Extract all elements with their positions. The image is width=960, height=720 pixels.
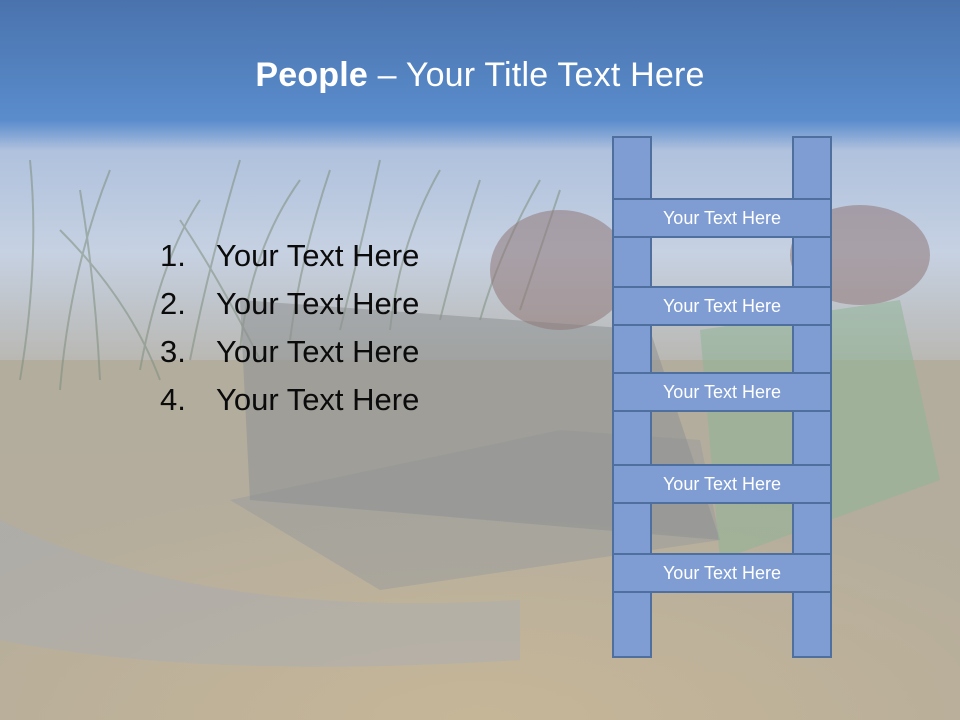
title-rest: – Your Title Text Here <box>368 56 705 94</box>
list-text: Your Text Here <box>216 382 420 417</box>
ladder-rung: Your Text Here <box>612 198 832 238</box>
title-bold: People <box>255 56 369 94</box>
list-text: Your Text Here <box>216 286 420 321</box>
slide-title: People – Your Title Text Here <box>0 52 960 98</box>
list-text: Your Text Here <box>216 238 420 273</box>
list-number: 1. <box>160 238 186 273</box>
list-item: 3. Your Text Here <box>160 328 419 376</box>
list-item: 2. Your Text Here <box>160 280 419 328</box>
list-text: Your Text Here <box>216 334 420 369</box>
ladder-rung: Your Text Here <box>612 286 832 326</box>
ladder-rung: Your Text Here <box>612 553 832 593</box>
list-number: 3. <box>160 334 186 369</box>
ladder-rung: Your Text Here <box>612 464 832 504</box>
numbered-list: 1. Your Text Here 2. Your Text Here 3. Your… <box>160 232 419 424</box>
list-number: 4. <box>160 382 186 417</box>
title-band <box>0 0 960 150</box>
ladder-rung: Your Text Here <box>612 372 832 412</box>
list-number: 2. <box>160 286 186 321</box>
list-item: 4. Your Text Here <box>160 376 419 424</box>
list-item: 1. Your Text Here <box>160 232 419 280</box>
